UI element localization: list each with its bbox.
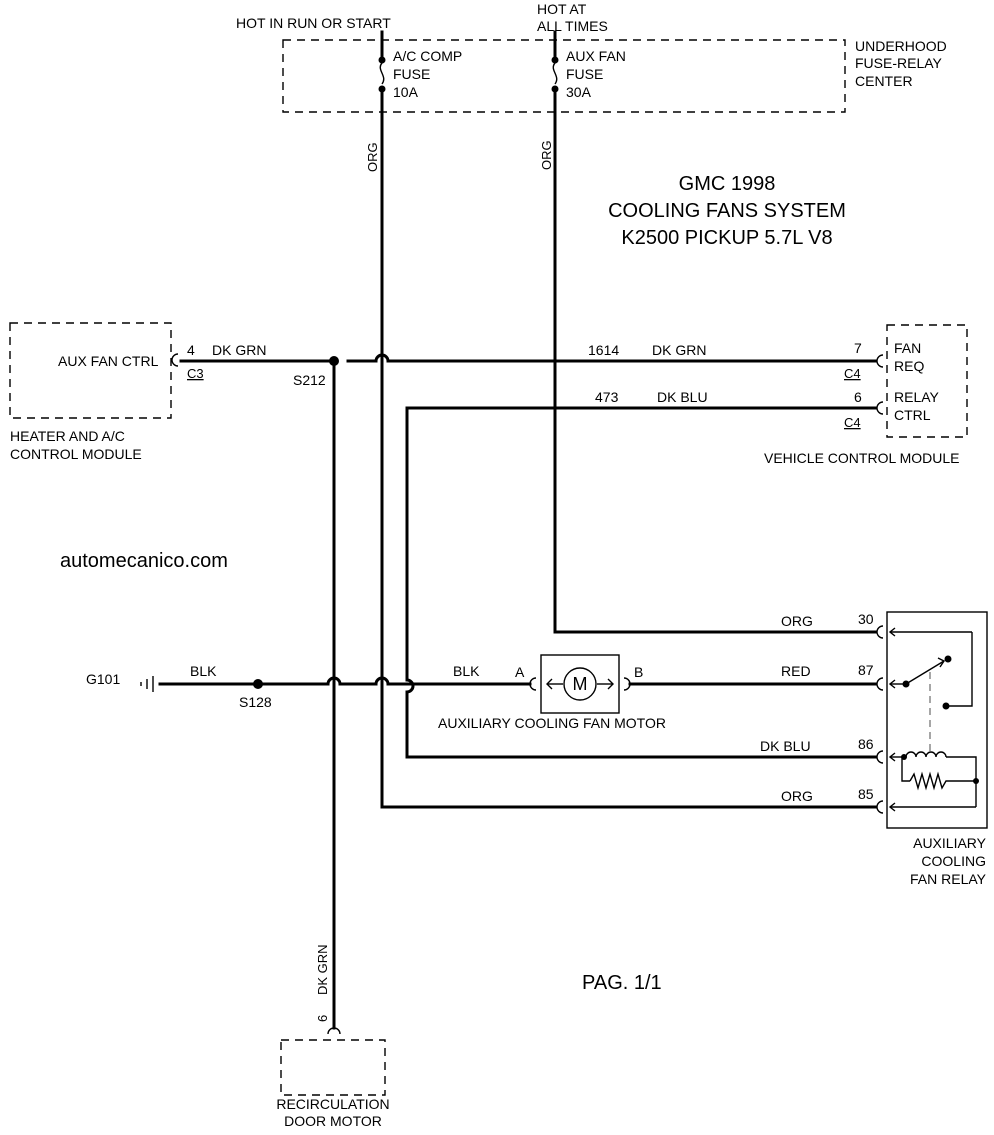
title-line-3: K2500 PICKUP 5.7L V8 (621, 227, 832, 249)
relay-pin86: 86 (858, 736, 874, 752)
splice-s128-dot (253, 679, 263, 689)
hvac-pin-label: AUX FAN CTRL (58, 353, 159, 369)
vcm-pin7-conn: C4 (844, 366, 861, 381)
circuit-473-label: 473 (595, 389, 619, 405)
hvac-name-2: CONTROL MODULE (10, 446, 142, 462)
relay-pin30: 30 (858, 611, 874, 627)
ground-g101-label: G101 (86, 671, 120, 687)
fuse-center-label-3: CENTER (855, 73, 913, 89)
vcm-pin6-conn: C4 (844, 415, 861, 430)
relay-pin85: 85 (858, 786, 874, 802)
fuse-center-label-2: FUSE-RELAY (855, 55, 943, 71)
hot-run-start-label: HOT IN RUN OR START (236, 15, 391, 31)
wire-org-left-label: ORG (365, 142, 380, 172)
wire-red-label: RED (781, 663, 811, 679)
relay-box (886, 611, 988, 829)
wire-dk-grn-vcm-label: DK GRN (652, 342, 706, 358)
vcm-name: VEHICLE CONTROL MODULE (764, 450, 960, 466)
title-line-1: GMC 1998 (679, 173, 776, 195)
relay-name-3: FAN RELAY (910, 871, 987, 887)
wire-dk-blu-vcm-label: DK BLU (657, 389, 708, 405)
wire-org-right-label: ORG (539, 140, 554, 170)
fuse2-name-1: AUX FAN (566, 48, 626, 64)
motor-term-a: A (515, 664, 525, 680)
wire-org-85-label: ORG (781, 788, 813, 804)
recirc-name-2: DOOR MOTOR (284, 1113, 382, 1129)
fuse1-name-1: A/C COMP (393, 48, 462, 64)
fuse2-rating: 30A (566, 84, 592, 100)
relay-name-2: COOLING (921, 853, 986, 869)
splice-s128-label: S128 (239, 694, 272, 710)
vcm-pin6: 6 (854, 389, 862, 405)
fan-motor: M (529, 654, 631, 714)
watermark: automecanico.com (60, 550, 228, 572)
ground-g101-symbol (140, 676, 154, 692)
fuse1-rating: 10A (393, 84, 419, 100)
wire-dk-grn-hvac-label: DK GRN (212, 342, 266, 358)
relay-name-1: AUXILIARY (913, 835, 987, 851)
wire-org-ac-comp (380, 90, 878, 809)
page-number: PAG. 1/1 (582, 972, 662, 994)
motor-symbol-circle (563, 667, 597, 701)
wire-dk-blu-86-label: DK BLU (760, 738, 811, 754)
fuse-center-label-1: UNDERHOOD (855, 38, 947, 54)
vcm-pin6-label-2: CTRL (894, 407, 931, 423)
wire-dk-blu (405, 406, 878, 759)
aux-fan-fuse: AUX FAN FUSE 30A (551, 30, 626, 100)
vcm-pin7-label-2: REQ (894, 358, 924, 374)
hvac-connector: C3 (187, 366, 204, 381)
hvac-module-box (9, 322, 172, 419)
splice-s212-label: S212 (293, 372, 326, 388)
hot-all-times-label-2: ALL TIMES (537, 18, 608, 34)
vcm-pin7-label-1: FAN (894, 340, 921, 356)
recirc-name-1: RECIRCULATION (276, 1096, 389, 1112)
title-line-2: COOLING FANS SYSTEM (608, 200, 846, 222)
fuse-center-box (282, 39, 846, 113)
ac-comp-fuse: A/C COMP FUSE 10A (378, 30, 462, 100)
wire-blk-motor-label: BLK (453, 663, 480, 679)
wire-blk-ground-label: BLK (190, 663, 217, 679)
relay-pin87: 87 (858, 662, 874, 678)
wire-org-aux-fan (553, 90, 878, 634)
vcm-pin6-label-1: RELAY (894, 389, 940, 405)
motor-symbol: M (573, 674, 588, 694)
wire-dk-grn-hvac (179, 353, 878, 363)
fuse1-name-2: FUSE (393, 66, 430, 82)
vcm-box (886, 324, 968, 438)
fan-relay (876, 611, 988, 829)
hvac-pin: 4 (187, 342, 195, 358)
fuse2-name-2: FUSE (566, 66, 603, 82)
motor-term-b: B (634, 664, 643, 680)
wire-dk-grn-recirc-label: DK GRN (315, 944, 330, 995)
recirc-motor-box (280, 1039, 386, 1096)
recirc-pin: 6 (315, 1015, 330, 1022)
circuit-1614-label: 1614 (588, 342, 619, 358)
vcm-pin7: 7 (854, 340, 862, 356)
wire-org-30-label: ORG (781, 613, 813, 629)
hot-all-times-label-1: HOT AT (537, 1, 587, 17)
wire-blk (158, 676, 532, 686)
motor-name: AUXILIARY COOLING FAN MOTOR (438, 715, 666, 731)
hvac-name-1: HEATER AND A/C (10, 428, 125, 444)
